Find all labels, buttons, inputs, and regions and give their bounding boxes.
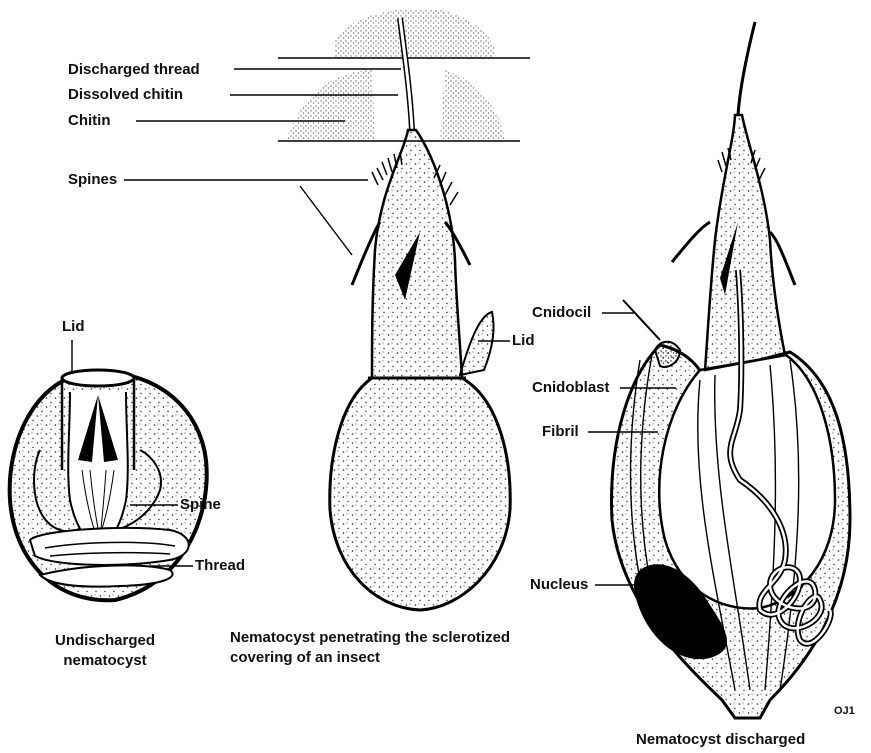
label-spines: Spines — [68, 171, 117, 189]
label-discharged-thread: Discharged thread — [68, 61, 200, 79]
caption-penetrating-line1: Nematocyst penetrating the sclerotized — [230, 628, 510, 647]
discharged-nematocyst-drawing — [612, 22, 850, 718]
caption-undischarged-line2: nematocyst — [40, 651, 170, 670]
label-lid-left: Lid — [62, 318, 85, 336]
label-chitin: Chitin — [68, 112, 111, 130]
label-cnidocil: Cnidocil — [532, 304, 591, 322]
label-cnidoblast: Cnidoblast — [532, 379, 610, 397]
label-lid-middle: Lid — [512, 332, 535, 350]
artist-initials: OJ1 — [834, 702, 855, 720]
caption-penetrating-line2: covering of an insect — [230, 648, 380, 667]
penetrating-nematocyst-drawing — [278, 9, 530, 610]
label-nucleus: Nucleus — [530, 576, 588, 594]
label-thread: Thread — [195, 557, 245, 575]
label-dissolved-chitin: Dissolved chitin — [68, 86, 183, 104]
caption-discharged: Nematocyst discharged — [636, 730, 805, 749]
label-fibril: Fibril — [542, 423, 579, 441]
caption-undischarged-line1: Undischarged — [40, 631, 170, 650]
label-spine: Spine — [180, 496, 221, 514]
